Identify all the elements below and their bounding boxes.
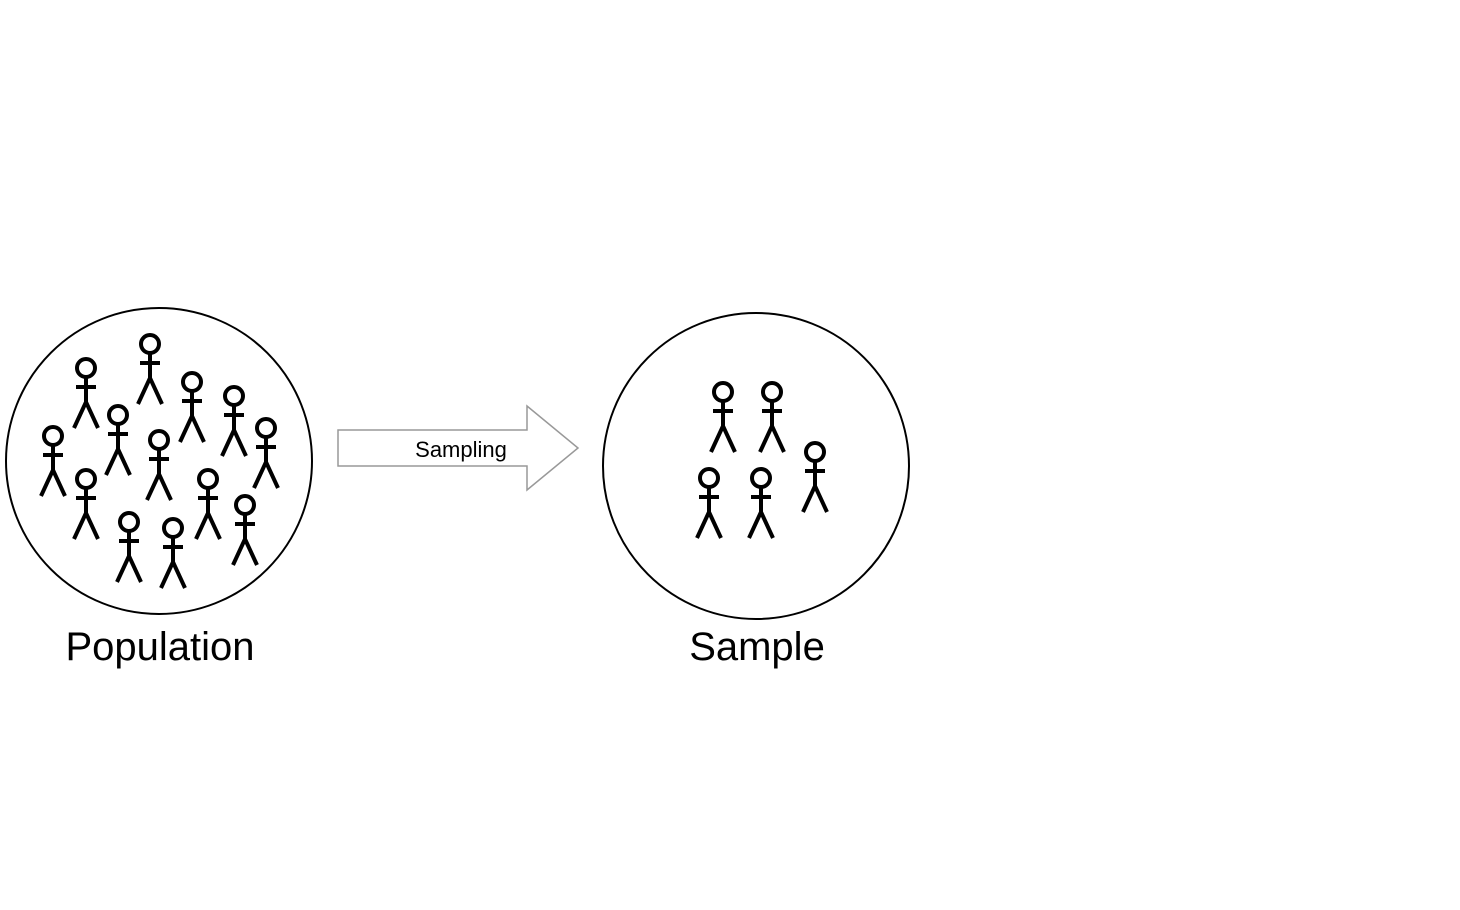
stick-figure-icon: [709, 381, 737, 453]
stick-figure-icon: [747, 467, 775, 539]
stick-figure-icon: [194, 468, 222, 540]
stick-figure-icon: [178, 371, 206, 443]
stick-figure-icon: [145, 429, 173, 501]
stick-figure-icon: [136, 333, 164, 405]
sample-circle: [602, 312, 910, 620]
stick-figure-icon: [695, 467, 723, 539]
stick-figure-icon: [115, 511, 143, 583]
stick-figure-icon: [252, 417, 280, 489]
sampling-arrow-label: Sampling: [415, 437, 507, 462]
stick-figure-icon: [72, 357, 100, 429]
sample-figures: [695, 381, 829, 539]
stick-figure-icon: [220, 385, 248, 457]
stick-figure-icon: [104, 404, 132, 476]
stick-figure-icon: [72, 468, 100, 540]
stick-figure-icon: [801, 441, 829, 513]
population-label: Population: [65, 625, 255, 669]
population-circle: [5, 307, 313, 615]
stick-figure-icon: [159, 517, 187, 589]
population-figures: [39, 333, 280, 589]
sampling-arrow-icon: [337, 404, 580, 492]
sample-label: Sample: [689, 625, 825, 669]
stick-figure-icon: [39, 425, 67, 497]
stick-figure-icon: [231, 494, 259, 566]
stick-figure-icon: [758, 381, 786, 453]
